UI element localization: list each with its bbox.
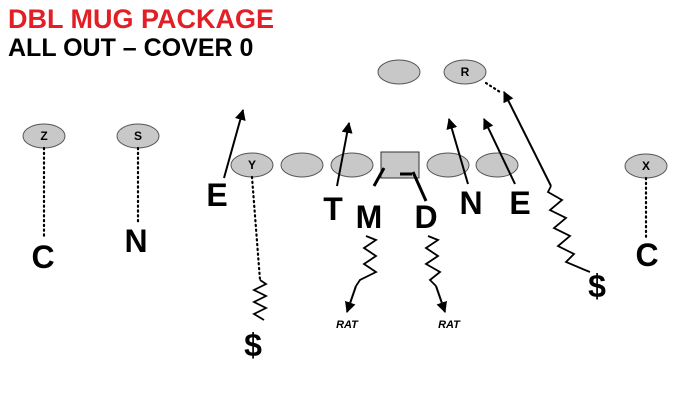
defender-n-left: N [124,223,147,259]
defender-e-left: E [206,177,227,213]
blitz-right-dotted-tail [484,81,502,94]
defender-c-left: C [31,239,54,275]
defense: C N E T M D N E C $ $ RAT RAT [31,177,658,363]
tackle-rush-arrow [336,121,353,187]
mike-rat-zigzag [355,235,378,287]
defender-m: M [356,199,383,235]
defender-blitz-right: $ [588,268,606,304]
diagram-title: DBL MUG PACKAGE [8,4,275,34]
assignment-lines [42,81,648,321]
player-s-label: S [134,129,142,143]
dog-mug-bar [411,171,428,202]
player-z-label: Z [40,129,47,143]
player-r-label: R [461,65,470,79]
quarterback [377,59,421,85]
mike-rat-arrow [345,285,357,314]
nose-right-rush-arrow [446,117,469,185]
diagram-subtitle: ALL OUT – COVER 0 [8,34,254,62]
blitz-right-rush-arrow [503,91,552,187]
blitz-left-coverage-line [250,175,262,282]
rat-left-label: RAT [336,319,359,331]
mike-mug-bar [372,167,386,187]
end-right-rush-arrow [483,118,516,185]
defender-e-right: E [509,185,530,221]
right-guard [426,152,470,178]
defender-n-right: N [459,185,482,221]
end-left-rush-arrow [223,108,246,179]
left-tackle [280,152,324,178]
defender-c-right: C [635,237,658,273]
blitz-left-zigzag [251,279,269,321]
right-tackle [475,152,519,178]
player-y-label: Y [248,158,256,172]
left-guard [330,152,374,178]
player-r [443,59,487,85]
defender-blitz-left: $ [244,327,262,363]
rat-right-label: RAT [438,319,461,331]
dog-rat-zigzag [424,235,442,287]
dog-rat-arrow [435,285,447,314]
defender-t: T [323,191,343,227]
offense: Z S Y X R [22,59,668,179]
blitz-right-zigzag [546,185,591,273]
defender-d: D [414,199,437,235]
player-x-label: X [642,159,650,173]
